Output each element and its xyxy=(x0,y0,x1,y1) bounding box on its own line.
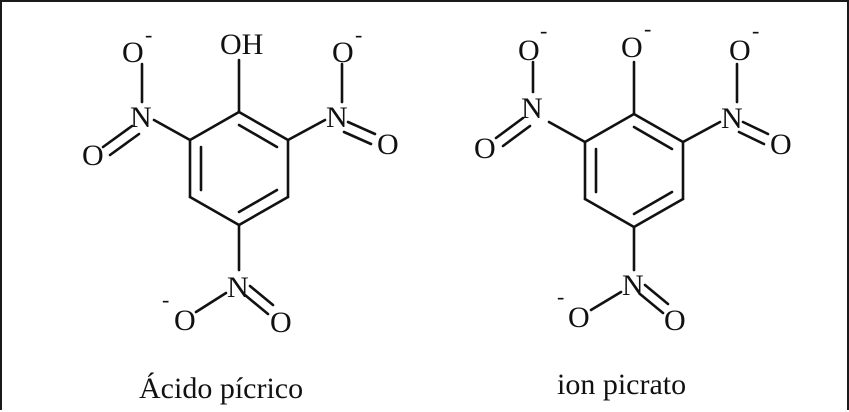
charge-label: - xyxy=(145,22,152,47)
right-nitro-group: N O - O xyxy=(286,22,399,161)
charge-label: - xyxy=(644,16,651,41)
nitrogen-label: N xyxy=(622,269,644,302)
charge-label: - xyxy=(162,287,169,312)
nitrogen-label: N xyxy=(721,102,743,135)
bottom-nitro-group: N O - O xyxy=(557,225,686,337)
caption-picrate-ion: ion picrato xyxy=(557,368,686,401)
molecule-picric-acid: OH N O - O N O - O N O xyxy=(82,22,399,405)
phenoxide-oxygen-label: O xyxy=(621,31,643,64)
oxygen-label: O xyxy=(770,128,792,161)
oxygen-label: O xyxy=(270,306,292,339)
left-nitro-group: N O - O xyxy=(474,18,587,165)
nitrogen-label: N xyxy=(227,271,249,304)
oxygen-label: O xyxy=(377,128,399,161)
charge-label: - xyxy=(540,18,547,43)
caption-picric-acid: Ácido pícrico xyxy=(139,372,303,405)
oxygen-label: O xyxy=(729,34,751,67)
left-nitro-group: N O - O xyxy=(82,22,192,172)
charge-label: - xyxy=(355,22,362,47)
oxygen-label: O xyxy=(82,139,104,172)
nitrogen-label: N xyxy=(521,92,543,125)
charge-label: - xyxy=(752,18,759,43)
bottom-nitro-group: N O - O xyxy=(162,223,292,339)
hydroxyl-label: OH xyxy=(220,28,263,61)
oxygen-label: O xyxy=(664,304,686,337)
oxygen-label: O xyxy=(568,301,590,334)
oxygen-label: O xyxy=(122,36,144,69)
benzene-ring xyxy=(188,110,290,227)
charge-label: - xyxy=(557,284,564,309)
molecule-picrate-ion: O - N O - O N O - O N O xyxy=(474,16,792,401)
oxygen-label: O xyxy=(518,34,540,67)
nitrogen-label: N xyxy=(326,101,348,134)
right-nitro-group: N O - O xyxy=(681,18,792,161)
oxygen-label: O xyxy=(332,36,354,69)
nitrogen-label: N xyxy=(130,101,152,134)
benzene-ring xyxy=(583,112,685,229)
oxygen-label: O xyxy=(174,304,196,337)
oxygen-label: O xyxy=(474,132,496,165)
